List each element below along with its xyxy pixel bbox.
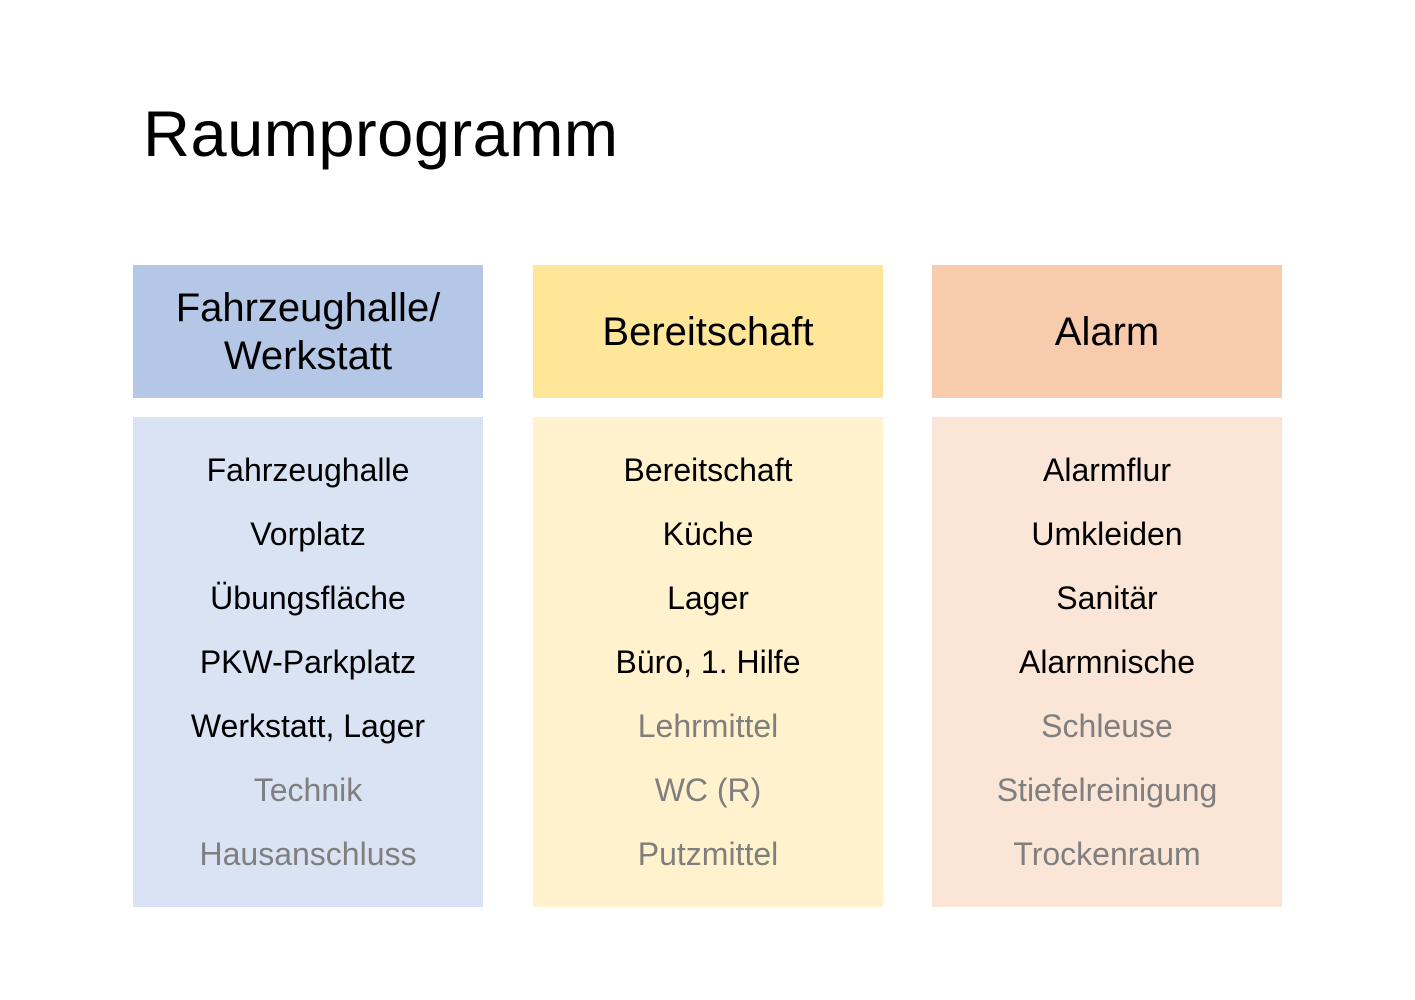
column-fahrzeughalle-werkstatt: Fahrzeughalle/ Werkstatt Fahrzeughalle V… [133, 265, 483, 907]
list-item: Lager [667, 580, 749, 616]
list-item: Schleuse [1041, 708, 1173, 744]
list-item: Umkleiden [1031, 516, 1183, 552]
list-item: WC (R) [654, 772, 762, 808]
slide-title: Raumprogramm [143, 97, 619, 170]
list-item: Trockenraum [1013, 836, 1201, 872]
list-item: Werkstatt, Lager [190, 708, 426, 744]
list-item: Stiefelreinigung [996, 772, 1218, 808]
list-item: Sanitär [1056, 580, 1158, 616]
list-item: Übungsfläche [210, 580, 406, 616]
column-header-fahrzeughalle-werkstatt: Fahrzeughalle/ Werkstatt [133, 265, 483, 398]
list-item: Bereitschaft [623, 452, 793, 488]
list-item: PKW-Parkplatz [199, 644, 417, 680]
list-item: Fahrzeughalle [206, 452, 410, 488]
column-body-bereitschaft: Bereitschaft Küche Lager Büro, 1. Hilfe … [533, 417, 883, 907]
list-item: Putzmittel [637, 836, 779, 872]
list-item: Technik [253, 772, 363, 808]
list-item: Hausanschluss [199, 836, 417, 872]
column-header-alarm: Alarm [932, 265, 1282, 398]
column-header-bereitschaft: Bereitschaft [533, 265, 883, 398]
list-item: Alarmnische [1018, 644, 1196, 680]
list-item: Lehrmittel [637, 708, 779, 744]
list-item: Büro, 1. Hilfe [615, 644, 801, 680]
list-item: Alarmflur [1042, 452, 1171, 488]
column-body-fahrzeughalle-werkstatt: Fahrzeughalle Vorplatz Übungsfläche PKW-… [133, 417, 483, 907]
list-item: Vorplatz [250, 516, 366, 552]
list-item: Küche [662, 516, 754, 552]
column-body-alarm: Alarmflur Umkleiden Sanitär Alarmnische … [932, 417, 1282, 907]
column-bereitschaft: Bereitschaft Bereitschaft Küche Lager Bü… [533, 265, 883, 907]
column-alarm: Alarm Alarmflur Umkleiden Sanitär Alarmn… [932, 265, 1282, 907]
